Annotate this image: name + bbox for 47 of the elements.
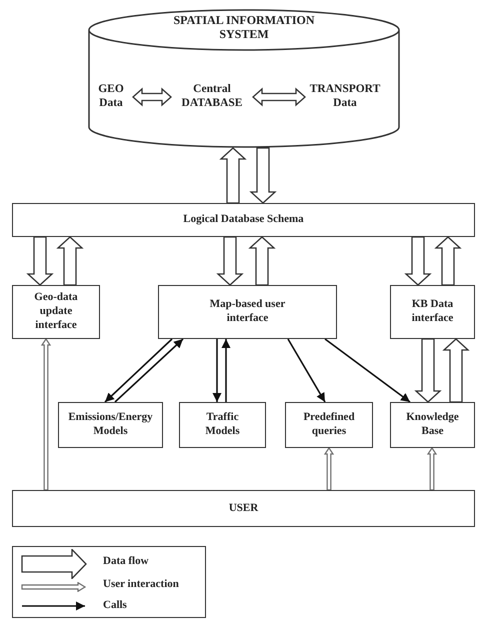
process-box	[390, 285, 475, 339]
process-box	[158, 285, 337, 339]
data-flow-arrow	[442, 338, 470, 403]
process-box	[179, 402, 266, 448]
cylinder-title: SPATIAL INFORMATION SYSTEM	[172, 14, 316, 42]
box-label: KB Data interface	[410, 298, 454, 326]
data-flow-arrow	[404, 236, 432, 286]
data-flow-arrow	[249, 147, 277, 204]
database-label: Central DATABASE	[174, 82, 250, 112]
box-label: Emissions/Energy Models	[67, 411, 154, 439]
legend-label: Data flow	[103, 555, 149, 567]
legend-label: User interaction	[103, 578, 179, 590]
database-cylinder	[88, 8, 400, 148]
call-arrow	[212, 339, 222, 402]
box-label: Traffic Models	[204, 411, 241, 439]
user-interaction-arrow	[40, 338, 52, 491]
box-label: USER	[228, 502, 260, 516]
process-box	[12, 203, 475, 237]
database-label: GEO Data	[92, 82, 130, 112]
process-box	[12, 285, 100, 339]
box-label: Map-based user interface	[208, 298, 286, 326]
data-flow-arrow	[56, 236, 84, 286]
process-box	[390, 402, 475, 448]
call-arrow	[287, 338, 326, 402]
process-box	[58, 402, 163, 448]
process-box	[285, 402, 373, 448]
legend-label: Calls	[103, 599, 127, 611]
data-flow-arrow	[26, 236, 54, 286]
data-flow-arrow	[434, 236, 462, 286]
user-interaction-arrow	[324, 446, 334, 491]
call-arrow	[324, 338, 410, 403]
data-flow-arrow	[216, 236, 244, 286]
user-interaction-arrow	[426, 446, 438, 491]
data-flow-arrow	[219, 147, 247, 204]
database-label: TRANSPORT Data	[308, 82, 382, 112]
data-flow-arrow	[252, 88, 306, 106]
data-flow-arrow	[248, 236, 276, 286]
call-arrow	[104, 338, 173, 403]
data-flow-arrow	[132, 88, 172, 106]
box-label: Knowledge Base	[405, 411, 460, 439]
box-label: Geo-data update interface	[33, 291, 79, 333]
call-arrow	[114, 338, 184, 403]
box-label: Predefined queries	[302, 411, 356, 439]
box-label: Logical Database Schema	[182, 213, 305, 227]
call-arrow	[222, 339, 230, 402]
data-flow-arrow	[414, 338, 442, 403]
process-box	[12, 490, 475, 527]
